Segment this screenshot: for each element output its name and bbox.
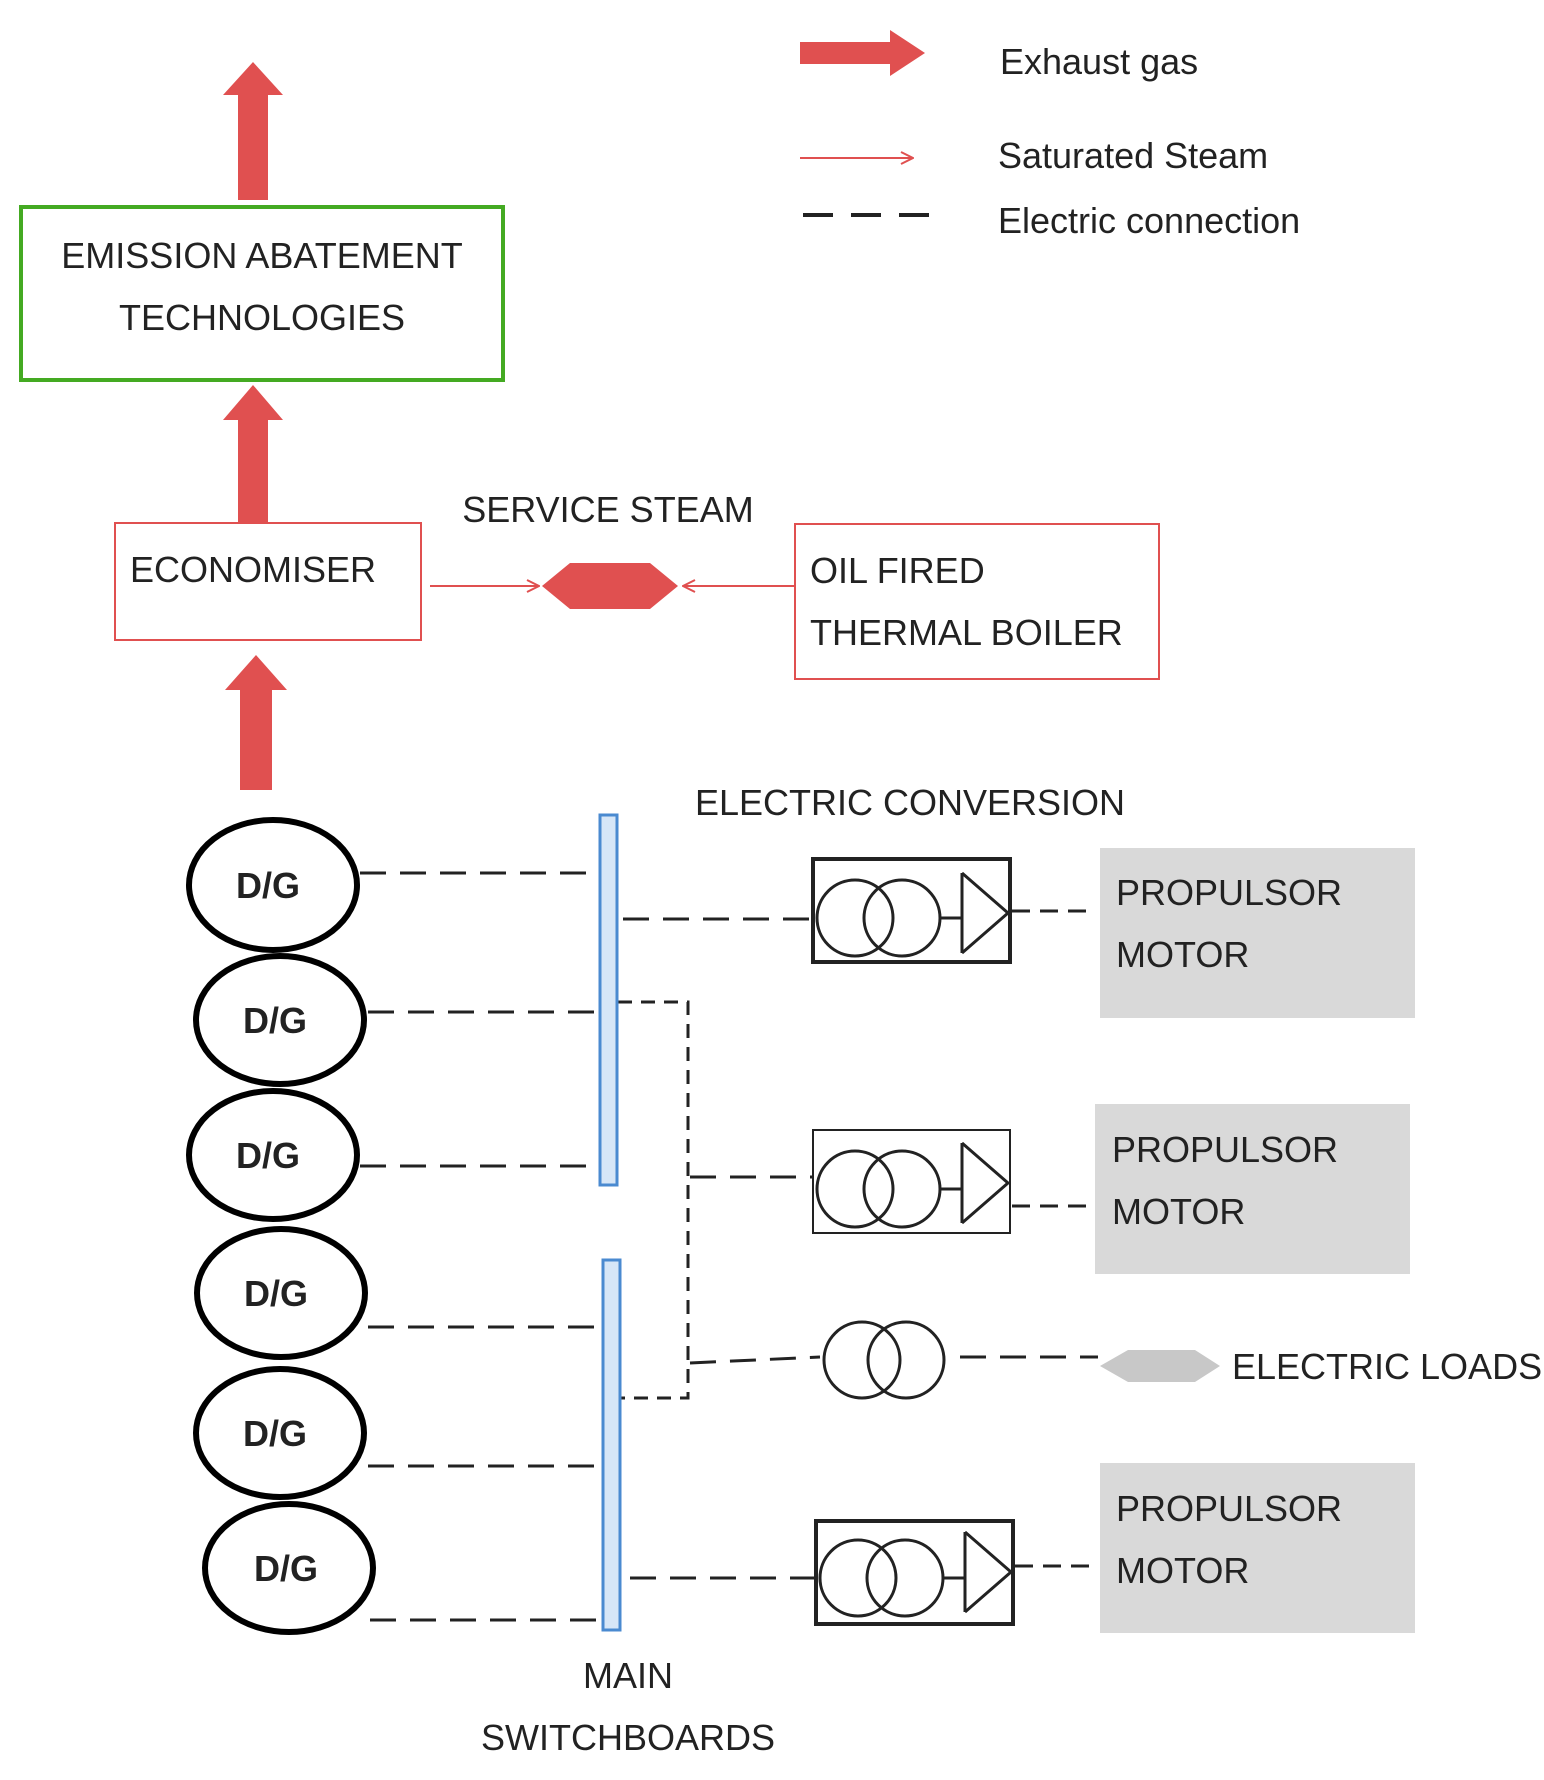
service-steam-label: SERVICE STEAM bbox=[462, 489, 753, 530]
motor-1-label-line2: MOTOR bbox=[1116, 934, 1249, 975]
converter-2-frame bbox=[812, 1129, 1011, 1234]
emission-label-line2: TECHNOLOGIES bbox=[119, 297, 405, 338]
propulsor-motor-3: PROPULSOR MOTOR bbox=[1100, 1463, 1415, 1633]
legend: Exhaust gas Saturated Steam Electric con… bbox=[800, 30, 1300, 241]
exhaust-arrow-top bbox=[223, 62, 283, 200]
legend-electric-label: Electric connection bbox=[998, 200, 1300, 241]
load-transformer bbox=[822, 1320, 946, 1400]
exhaust-flow bbox=[223, 62, 287, 790]
generator-3: D/G bbox=[186, 1088, 360, 1222]
converter-1-frame bbox=[811, 857, 1012, 964]
generator-2-label: D/G bbox=[243, 1000, 307, 1041]
converter-3-amplifier-icon bbox=[964, 1530, 1014, 1614]
economiser-box: ECONOMISER bbox=[114, 522, 422, 641]
legend-steam-label: Saturated Steam bbox=[998, 135, 1268, 176]
generator-5-label: D/G bbox=[243, 1413, 307, 1454]
propulsor-motor-2: PROPULSOR MOTOR bbox=[1095, 1104, 1410, 1274]
converter-3 bbox=[814, 1519, 1015, 1626]
emission-label-line1: EMISSION ABATEMENT bbox=[61, 235, 462, 276]
converter-3-transformer-icon bbox=[818, 1538, 898, 1618]
load-transformer-icon bbox=[822, 1320, 902, 1400]
legend-exhaust-label: Exhaust gas bbox=[1000, 41, 1198, 82]
converter-1-transformer-icon bbox=[815, 878, 895, 958]
generator-5: D/G bbox=[193, 1366, 367, 1500]
legend-exhaust-arrow bbox=[800, 30, 925, 76]
service-steam: SERVICE STEAM bbox=[430, 489, 795, 609]
motor-2-label-line1: PROPULSOR bbox=[1112, 1129, 1338, 1170]
converter-2-transformer-icon bbox=[815, 1149, 895, 1229]
switchboards-label-line1: MAIN bbox=[583, 1655, 673, 1696]
generator-4-label: D/G bbox=[244, 1273, 308, 1314]
electric-conversion-label: ELECTRIC CONVERSION bbox=[695, 782, 1125, 823]
emission-abatement-box: EMISSION ABATEMENT TECHNOLOGIES bbox=[19, 205, 505, 382]
electric-loads-hexagon bbox=[1100, 1350, 1220, 1382]
electric-connections bbox=[360, 871, 1098, 1622]
generator-6: D/G bbox=[202, 1501, 376, 1635]
switchboard-upper bbox=[598, 813, 619, 1187]
switchboards-label-line2: SWITCHBOARDS bbox=[481, 1717, 775, 1758]
electric-loads-label: ELECTRIC LOADS bbox=[1232, 1346, 1542, 1387]
oil-fired-boiler-box: OIL FIRED THERMAL BOILER bbox=[794, 523, 1160, 680]
boiler-label-line1: OIL FIRED bbox=[810, 550, 985, 591]
generator-1-label: D/G bbox=[236, 865, 300, 906]
converter-3-frame bbox=[814, 1519, 1015, 1626]
propulsor-motor-1: PROPULSOR MOTOR bbox=[1100, 848, 1415, 1018]
bus-to-transformer bbox=[689, 1355, 821, 1365]
converter-2-amplifier-icon bbox=[961, 1141, 1011, 1225]
main-switchboards: MAIN SWITCHBOARDS bbox=[481, 813, 775, 1758]
generator-4: D/G bbox=[194, 1226, 368, 1360]
exhaust-arrow-middle bbox=[223, 385, 283, 525]
generator-1: D/G bbox=[186, 817, 360, 953]
generator-2: D/G bbox=[193, 953, 367, 1087]
switchboard-lower bbox=[601, 1258, 622, 1632]
generator-3-label: D/G bbox=[236, 1135, 300, 1176]
converter-1-amplifier-icon bbox=[961, 871, 1011, 955]
motor-2-label-line2: MOTOR bbox=[1112, 1191, 1245, 1232]
distribution-bus bbox=[616, 1000, 690, 1400]
electric-loads: ELECTRIC LOADS bbox=[1100, 1346, 1542, 1387]
converter-2 bbox=[812, 1129, 1011, 1234]
converter-1 bbox=[811, 857, 1012, 964]
motor-3-label-line1: PROPULSOR bbox=[1116, 1488, 1342, 1529]
economiser-label: ECONOMISER bbox=[130, 549, 376, 590]
boiler-label-line2: THERMAL BOILER bbox=[810, 612, 1123, 653]
exhaust-arrow-bottom bbox=[225, 655, 287, 790]
motor-3-label-line2: MOTOR bbox=[1116, 1550, 1249, 1591]
diesel-generators: D/G D/G D/G D/G D/G D/G bbox=[186, 817, 376, 1635]
generator-6-label: D/G bbox=[254, 1548, 318, 1589]
steam-collector-hexagon bbox=[542, 563, 678, 609]
motor-1-label-line1: PROPULSOR bbox=[1116, 872, 1342, 913]
